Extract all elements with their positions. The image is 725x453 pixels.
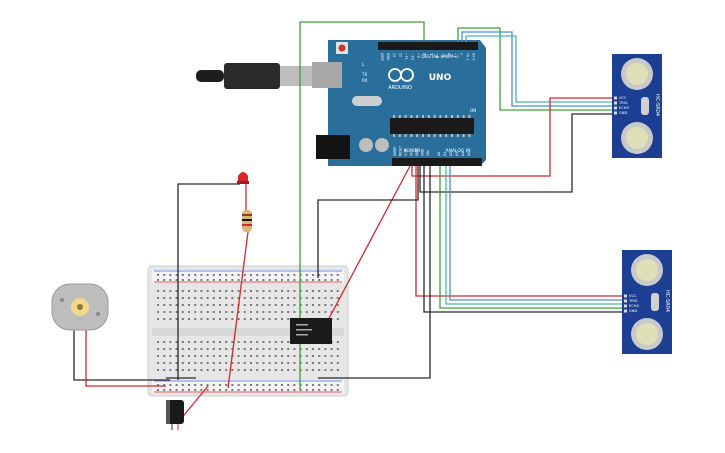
digital-pin-label: 4	[447, 53, 451, 55]
wire-green-3	[439, 166, 622, 309]
power-pin-label: A1	[443, 152, 447, 156]
sensor-pin-label: VCC	[629, 294, 637, 298]
digital-pin-label: ~6	[435, 53, 439, 58]
wires	[73, 21, 622, 421]
usb-port	[312, 62, 342, 88]
usb-connector	[280, 66, 316, 86]
sensor-pin-label: GND	[619, 111, 627, 115]
wire-red-cap	[179, 385, 209, 421]
red-led	[237, 172, 249, 184]
analog-header-label: ANALOG IN	[445, 148, 470, 154]
power-header-label: POWER	[404, 148, 421, 154]
power-pin-label: VIN	[426, 150, 430, 156]
sensor-crystal	[651, 293, 659, 311]
digital-pin-label: 7	[429, 53, 433, 55]
power-analog-header	[392, 158, 482, 166]
on-led-label: ON	[470, 108, 476, 113]
digital-pin-label: ~11	[404, 53, 408, 60]
arduino-uno-board: ARDUINO UNO DIGITAL (PWM~) POWER ANALOG …	[196, 40, 486, 166]
arduino-brand-label: ARDUINO	[388, 85, 412, 91]
wire-black-3	[317, 166, 419, 278]
wire-black-1	[419, 113, 612, 193]
power-pin-label: GND	[421, 148, 425, 156]
digital-pin-label: ~10	[411, 53, 415, 60]
sensor-pin-label: TRIG	[628, 299, 638, 303]
arduino-model-label: UNO	[429, 73, 452, 83]
digital-pin-label: ~9	[417, 53, 421, 58]
l-led-label: L	[362, 62, 365, 67]
wire-red-motor	[85, 330, 166, 387]
sensor-pin-label: TRIG	[618, 101, 628, 105]
chip-pins	[393, 115, 471, 137]
wire-black-4	[318, 166, 431, 379]
wire-red-1	[411, 97, 612, 177]
usb-cable	[196, 70, 224, 82]
sensor-pin-label: ECHO	[629, 304, 639, 308]
wire-red-3	[325, 165, 411, 325]
electrolytic-capacitor	[166, 400, 184, 430]
digital-pin-label: 13	[392, 53, 396, 57]
digital-pin-label: ~3	[453, 53, 457, 58]
wire-blue-1	[461, 31, 612, 107]
wire-black-led	[177, 183, 240, 380]
rx-led-label: RX	[362, 78, 368, 83]
wire-red-2	[415, 166, 622, 297]
tx-led-label: TX	[361, 72, 367, 77]
wire-teal-1	[465, 35, 612, 103]
sensor-pin-label: GND	[629, 309, 637, 313]
board-capacitor	[375, 138, 389, 152]
breadboard	[147, 265, 349, 397]
wire-black-motor	[73, 330, 170, 381]
power-pin-label: RESET	[399, 146, 403, 156]
wire-teal-2	[445, 166, 622, 305]
board-capacitor	[359, 138, 373, 152]
usb-plug	[224, 63, 280, 89]
relay-body	[290, 318, 332, 344]
relay-module	[290, 318, 332, 344]
wire-green-2	[457, 27, 612, 111]
power-pin-label: A2	[449, 152, 453, 156]
sensor-pin-label: ECHO	[619, 106, 629, 110]
sensor-model-label: HC-SR04	[664, 290, 670, 312]
digital-pin-label: AREF	[380, 53, 384, 61]
digital-pin-label: 2	[459, 53, 463, 55]
power-pin-label: A4	[461, 152, 465, 156]
wire-green-1	[299, 21, 425, 390]
dc-motor	[51, 283, 109, 331]
digital-pin-label: 12	[398, 53, 402, 57]
power-pin-label: 5V	[410, 151, 414, 156]
digital-pin-label: ~5	[441, 53, 445, 58]
arduino-logo	[388, 68, 414, 82]
wire-black-2	[423, 166, 622, 313]
crystal	[352, 96, 382, 106]
power-pin-label: A5	[467, 152, 471, 156]
digital-pin-label: TX 1	[465, 52, 469, 60]
digital-pin-label: 8	[423, 53, 427, 55]
power-pin-label: IOREF	[393, 146, 397, 156]
power-pin-label: 3.3V	[404, 148, 408, 156]
sensor-pin-label: VCC	[619, 96, 627, 100]
sensor-crystal	[641, 97, 649, 115]
resistor	[242, 210, 252, 232]
digital-header-label: DIGITAL (PWM~)	[421, 54, 459, 60]
wire-blue-2	[449, 166, 622, 301]
digital-pin-label: GND	[386, 53, 390, 61]
atmega-chip	[390, 118, 474, 134]
power-pin-label: GND	[415, 148, 419, 156]
power-pin-label: A0	[437, 152, 441, 156]
power-jack	[316, 135, 350, 159]
digital-pin-label: RX 0	[472, 53, 476, 60]
power-pin-label: A3	[455, 152, 459, 156]
wire-red-led	[227, 231, 249, 389]
sensor-model-label: HC-SR04	[654, 94, 660, 116]
digital-header	[378, 42, 478, 50]
